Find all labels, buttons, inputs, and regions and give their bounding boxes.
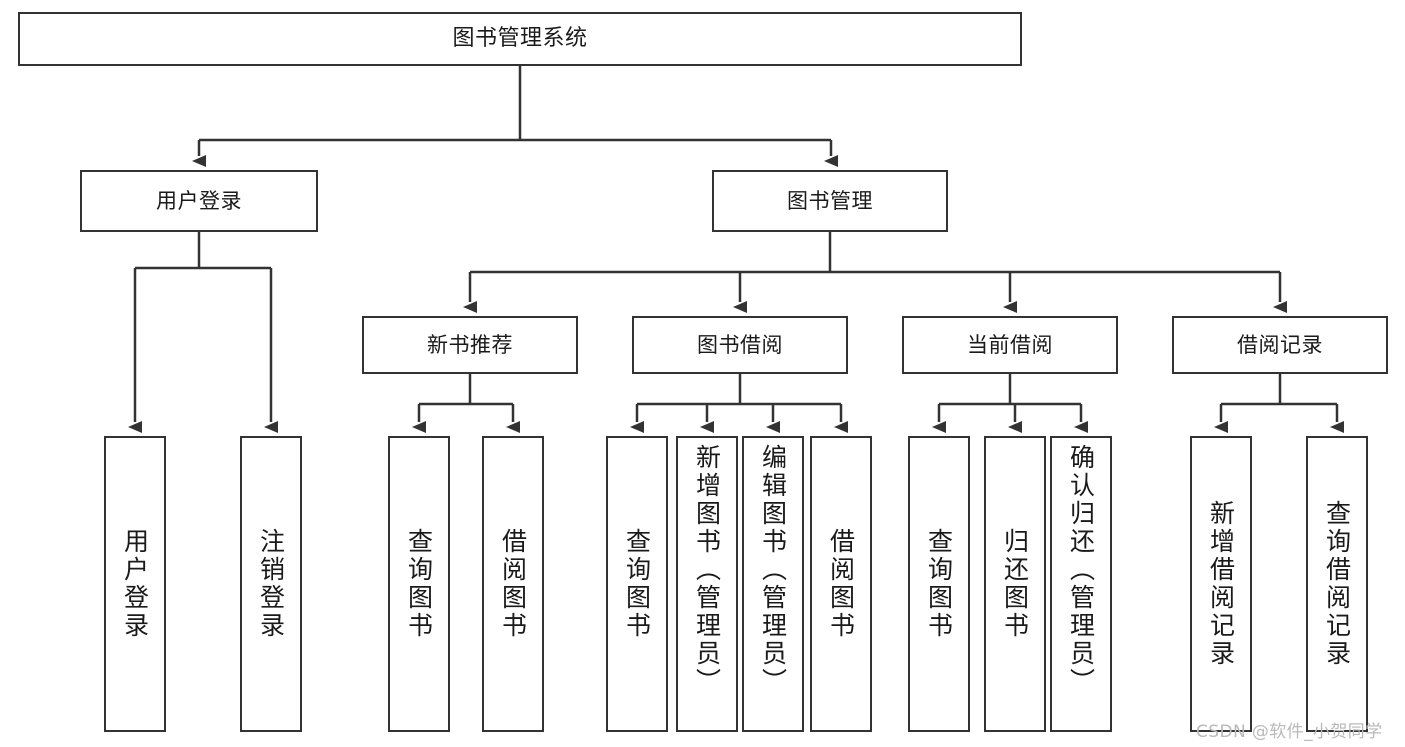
leaf-add-record-label: 新增借阅记录	[1206, 500, 1236, 668]
leaf-query-book-2[interactable]: 查询图书	[606, 436, 668, 732]
node-borrow-record[interactable]: 借阅记录	[1172, 316, 1388, 374]
node-user-login-label: 用户登录	[156, 188, 242, 213]
leaf-query-book-2-label: 查询图书	[622, 528, 652, 640]
leaf-add-book-label: 新增图书（管理员）	[692, 444, 722, 696]
leaf-confirm-return[interactable]: 确认归还（管理员）	[1050, 436, 1112, 732]
node-borrow-record-label: 借阅记录	[1237, 332, 1323, 357]
node-new-book-recommend-label: 新书推荐	[427, 332, 513, 357]
leaf-query-book-1-label: 查询图书	[404, 528, 434, 640]
leaf-return-book[interactable]: 归还图书	[984, 436, 1046, 732]
leaf-add-book[interactable]: 新增图书（管理员）	[676, 436, 738, 732]
node-user-login[interactable]: 用户登录	[80, 170, 318, 232]
leaf-borrow-book-1-label: 借阅图书	[498, 528, 528, 640]
leaf-user-login-label: 用户登录	[120, 528, 150, 640]
node-book-manage-label: 图书管理	[787, 188, 873, 213]
watermark: CSDN @软件_小贺同学	[1196, 722, 1383, 742]
leaf-query-record-label: 查询借阅记录	[1322, 500, 1352, 668]
leaf-query-book-1[interactable]: 查询图书	[388, 436, 450, 732]
leaf-logout[interactable]: 注销登录	[240, 436, 302, 732]
leaf-borrow-book-1[interactable]: 借阅图书	[482, 436, 544, 732]
node-book-borrow[interactable]: 图书借阅	[632, 316, 848, 374]
node-book-manage[interactable]: 图书管理	[712, 170, 948, 232]
leaf-borrow-book-2-label: 借阅图书	[826, 528, 856, 640]
leaf-edit-book-label: 编辑图书（管理员）	[758, 444, 788, 696]
node-root[interactable]: 图书管理系统	[18, 12, 1022, 66]
leaf-return-book-label: 归还图书	[1000, 528, 1030, 640]
leaf-logout-label: 注销登录	[256, 528, 286, 640]
node-new-book-recommend[interactable]: 新书推荐	[362, 316, 578, 374]
node-root-label: 图书管理系统	[452, 26, 588, 52]
leaf-confirm-return-label: 确认归还（管理员）	[1066, 444, 1096, 696]
node-current-borrow[interactable]: 当前借阅	[902, 316, 1118, 374]
leaf-query-book-3-label: 查询图书	[924, 528, 954, 640]
node-book-borrow-label: 图书借阅	[697, 332, 783, 357]
leaf-query-book-3[interactable]: 查询图书	[908, 436, 970, 732]
leaf-add-record[interactable]: 新增借阅记录	[1190, 436, 1252, 732]
node-current-borrow-label: 当前借阅	[967, 332, 1053, 357]
leaf-query-record[interactable]: 查询借阅记录	[1306, 436, 1368, 732]
leaf-user-login[interactable]: 用户登录	[104, 436, 166, 732]
leaf-borrow-book-2[interactable]: 借阅图书	[810, 436, 872, 732]
leaf-edit-book[interactable]: 编辑图书（管理员）	[742, 436, 804, 732]
